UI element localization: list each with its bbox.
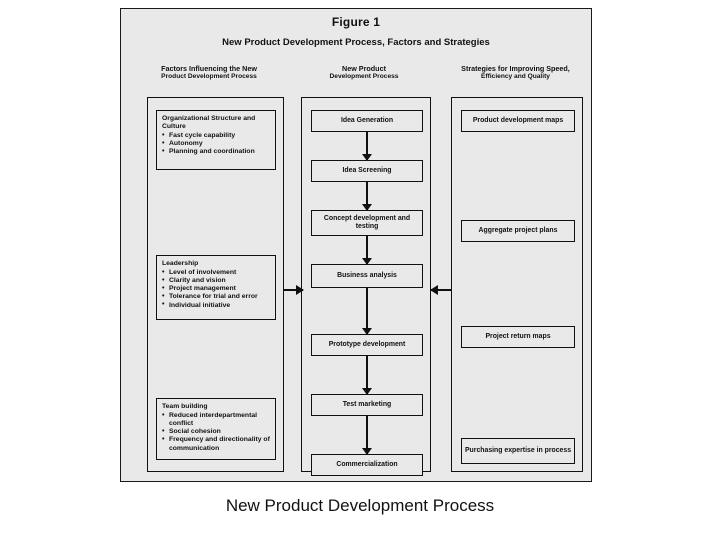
factor-bullet-list: Fast cycle capability Autonomy Planning … (162, 132, 270, 157)
process-column: Idea Generation Idea Screening Concept d… (301, 97, 431, 476)
process-step-concept-development: Concept development and testing (311, 210, 423, 236)
column-heading-factors-line2: Product Development Process (161, 73, 257, 80)
figure-subtitle: New Product Development Process, Factors… (222, 37, 490, 48)
factor-title: Leadership (162, 260, 199, 267)
list-item: Individual initiative (162, 301, 270, 310)
strategy-box-purchasing-expertise: Purchasing expertise in process (461, 438, 575, 464)
flow-arrow-down-3 (362, 236, 371, 265)
strategy-box-aggregate-project-plans: Aggregate project plans (461, 220, 575, 242)
column-heading-strategies-line2: Efficiency and Quality (481, 73, 550, 80)
list-item: Frequency and directionality of communic… (162, 436, 270, 452)
column-heading-factors: Factors Influencing the New Product Deve… (139, 64, 279, 81)
list-item: Level of involvement (162, 269, 270, 278)
flow-arrow-down-5 (362, 356, 371, 395)
list-item: Reduced interdepartmental conflict (162, 412, 270, 428)
strategies-column: Product development maps Aggregate proje… (451, 97, 583, 472)
list-item: Project management (162, 285, 270, 294)
flow-arrow-down-1 (362, 132, 371, 161)
list-item: Tolerance for trial and error (162, 293, 270, 302)
factor-box-organizational-structure: Organizational Structure and Culture Fas… (156, 110, 276, 170)
column-heading-process-line1: New Product (342, 64, 386, 73)
process-step-test-marketing: Test marketing (311, 394, 423, 416)
list-item: Fast cycle capability (162, 132, 270, 141)
column-heading-strategies-line1: Strategies for Improving Speed, (461, 64, 570, 73)
factor-title: Team building (162, 403, 208, 410)
flow-arrow-down-6 (362, 416, 371, 455)
factor-bullet-list: Reduced interdepartmental conflict Socia… (162, 412, 270, 453)
process-step-prototype-development: Prototype development (311, 334, 423, 356)
figure-title: Figure 1 (331, 15, 381, 29)
list-item: Social cohesion (162, 428, 270, 437)
factor-box-leadership: Leadership Level of involvement Clarity … (156, 255, 276, 320)
process-step-idea-generation: Idea Generation (311, 110, 423, 132)
flow-arrow-down-2 (362, 182, 371, 211)
figure-panel: Figure 1 New Product Development Process… (120, 8, 592, 482)
factor-bullet-list: Level of involvement Clarity and vision … (162, 269, 270, 310)
list-item: Autonomy (162, 140, 270, 149)
list-item: Clarity and vision (162, 277, 270, 286)
cross-arrow-strategies-to-process (430, 285, 451, 294)
factors-column: Organizational Structure and Culture Fas… (147, 97, 284, 472)
strategy-box-product-development-maps: Product development maps (461, 110, 575, 132)
page-caption: New Product Development Process (225, 496, 495, 515)
process-step-business-analysis: Business analysis (311, 264, 423, 288)
column-heading-process: New Product Development Process (299, 64, 429, 81)
process-step-idea-screening: Idea Screening (311, 160, 423, 182)
cross-arrow-factors-to-process (284, 285, 304, 294)
factor-box-team-building: Team building Reduced interdepartmental … (156, 398, 276, 460)
strategy-box-project-return-maps: Project return maps (461, 326, 575, 348)
flow-arrow-down-4 (362, 288, 371, 335)
process-step-commercialization: Commercialization (311, 454, 423, 476)
column-heading-process-line2: Development Process (329, 73, 399, 80)
column-heading-strategies: Strategies for Improving Speed, Efficien… (443, 64, 588, 81)
column-heading-factors-line1: Factors Influencing the New (161, 64, 257, 73)
list-item: Planning and coordination (162, 148, 270, 157)
factor-title: Organizational Structure and Culture (162, 115, 256, 131)
